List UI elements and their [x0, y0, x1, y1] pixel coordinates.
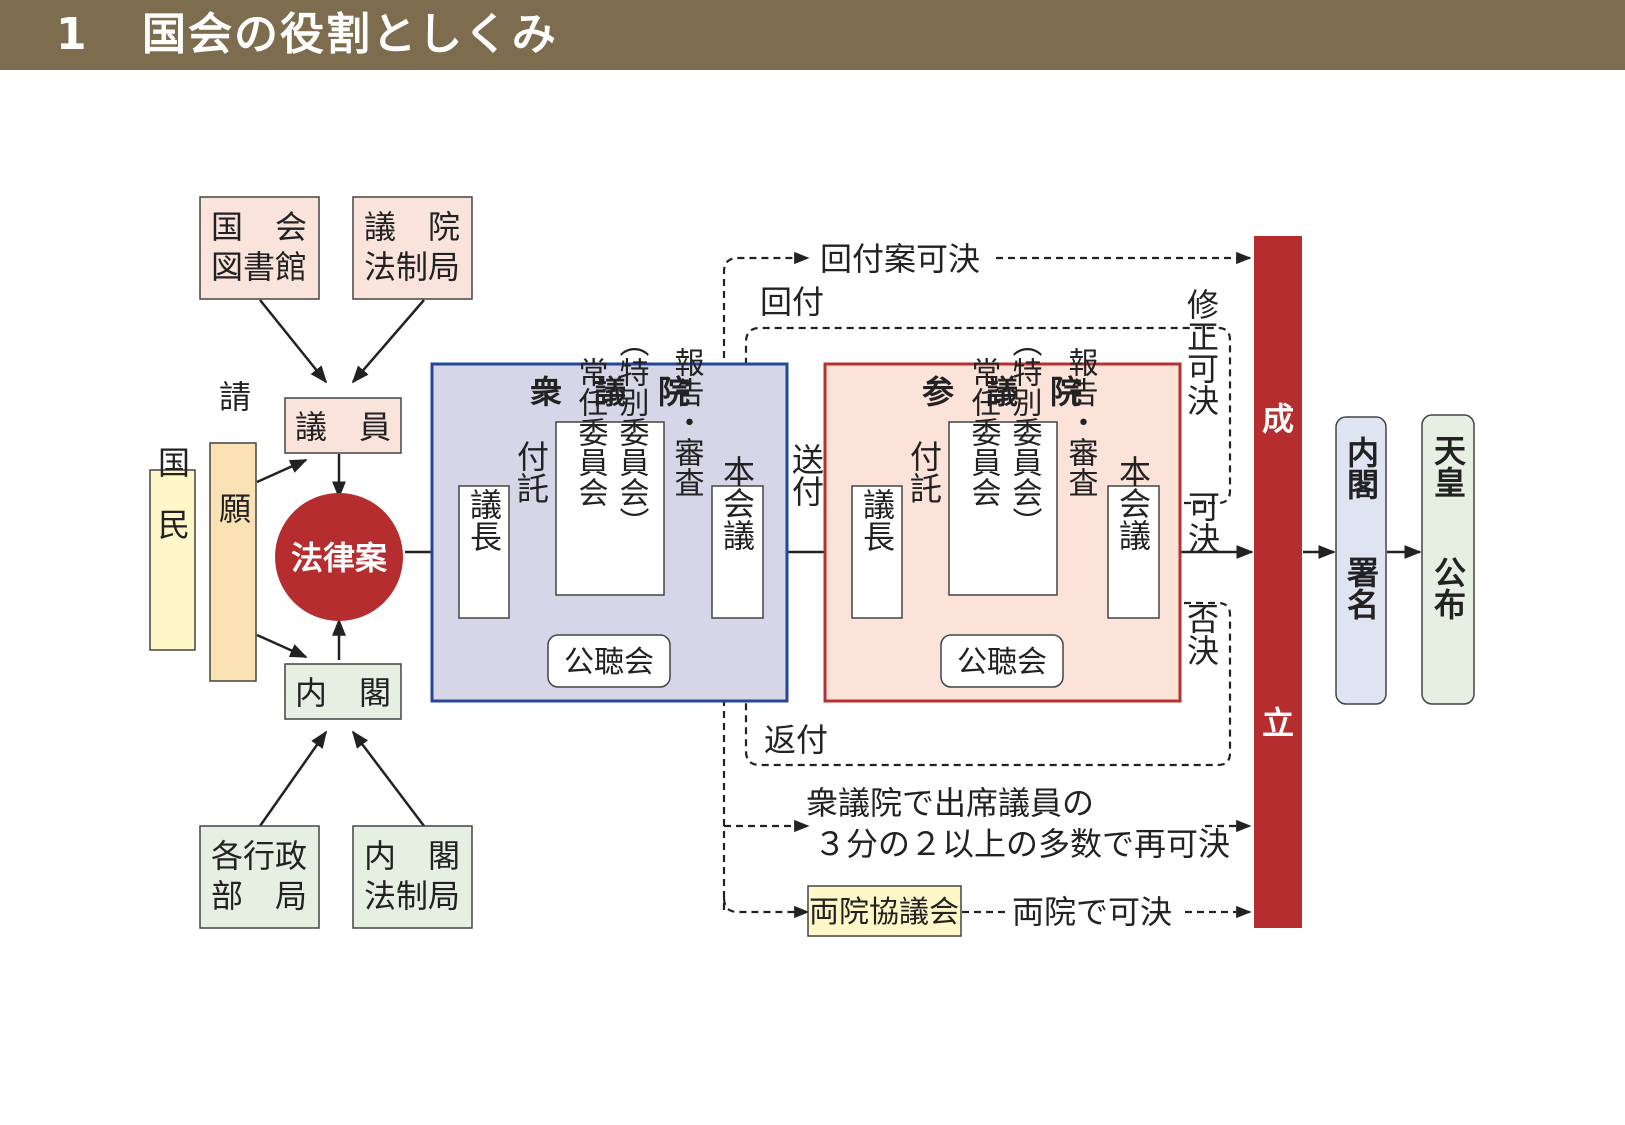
arrow-library-to-legislator: [259, 299, 328, 384]
amend-pass-label: 修正可決: [1182, 288, 1220, 416]
arrow-ministries-to-cabinet: [258, 730, 328, 827]
page-title: 国会の役割としくみ: [142, 9, 558, 60]
return-amended-label: 回付: [760, 283, 824, 321]
lower-standing-committee: 常任委員会: [573, 357, 609, 507]
upper-plenary: 本会議: [1114, 455, 1152, 551]
cabinet-sign-line2: 署名: [1342, 556, 1380, 620]
arrow-petition-to-legislator: [256, 458, 308, 484]
cabinet-sign-line1: 内閣: [1342, 436, 1380, 500]
section-number: 1: [56, 9, 89, 60]
people-label: 国民: [153, 446, 191, 570]
both-pass-label: 両院で可決: [1012, 893, 1172, 931]
upper-refer-label: 付託: [905, 440, 943, 504]
arrow-bureau-to-legislator: [351, 299, 425, 384]
send-label: 送付: [787, 443, 825, 507]
library-line2: 図書館: [211, 248, 307, 286]
box-ministries: 各行政 部 局: [199, 825, 320, 929]
pass-label: 可決: [1183, 490, 1221, 554]
box-cabinet-legislation-bureau: 内 閣 法制局: [352, 825, 473, 929]
enact-char2: 立: [1262, 704, 1294, 742]
clb-line2: 法制局: [364, 877, 460, 915]
lower-report-label: 報告・審査: [669, 347, 705, 497]
box-cabinet: 内 閣: [284, 663, 402, 720]
dashed-return-amended-loop: [739, 326, 1232, 505]
joint-committee-label: 両院協議会: [809, 895, 959, 930]
lower-hearing: 公聴会: [564, 645, 654, 680]
lower-plenary: 本会議: [718, 455, 756, 551]
ministries-line1: 各行政: [211, 837, 307, 875]
petition-label: 請願: [214, 380, 252, 604]
lower-refer-label: 付託: [512, 440, 550, 504]
upper-report-label: 報告・審査: [1063, 347, 1099, 497]
ministries-line2: 部 局: [211, 877, 307, 915]
box-people: 国民: [149, 446, 196, 651]
override-line1: 衆議院で出席議員の: [806, 784, 1094, 822]
enactment-bar: 成 立: [1254, 236, 1302, 928]
amended-passed-label: 回付案可決: [820, 240, 980, 278]
hlb-line2: 法制局: [364, 248, 460, 286]
legislator-label: 議 員: [295, 408, 391, 446]
header-bar: 1 国会の役割としくみ: [0, 0, 1625, 70]
clb-line1: 内 閣: [364, 837, 460, 875]
upper-special-committee: （特別委員会）: [1007, 327, 1043, 537]
dashed-to-joint-committee: [722, 897, 810, 919]
arrow-petition-to-cabinet: [256, 633, 308, 659]
emperor-line2: 公布: [1429, 556, 1467, 620]
bill-circle: 法律案: [275, 493, 403, 621]
bill-label: 法律案: [291, 539, 388, 577]
emperor-line1: 天皇: [1429, 434, 1467, 498]
box-petition: 請願: [209, 380, 257, 682]
emperor-promulgate-box: 天皇 公布: [1421, 414, 1475, 705]
lower-speaker: 議長: [465, 488, 503, 552]
upper-hearing: 公聴会: [957, 645, 1047, 680]
upper-house-panel: 参 議 院 議長 付託 常任委員会 （特別委員会） 報告・審査 本会議 公聴会: [823, 327, 1182, 703]
reject-label: 否決: [1182, 602, 1220, 666]
hlb-line1: 議 院: [364, 208, 460, 246]
upper-standing-committee: 常任委員会: [966, 357, 1002, 507]
box-library: 国 会 図書館: [199, 196, 320, 300]
returned-label: 返付: [764, 721, 828, 759]
lower-special-committee: （特別委員会）: [614, 327, 650, 537]
box-legislator: 議 員: [284, 397, 402, 454]
cabinet-sign-box: 内閣 署名: [1335, 416, 1387, 705]
library-line1: 国 会: [211, 208, 307, 246]
upper-house-title: 参 議 院: [922, 373, 1082, 411]
enact-char1: 成: [1262, 400, 1294, 438]
box-house-legislative-bureau: 議 院 法制局: [352, 196, 473, 300]
dashed-main-vertical: [722, 251, 810, 910]
arrow-clb-to-cabinet: [351, 730, 425, 827]
upper-speaker: 議長: [858, 488, 896, 552]
lower-house-panel: 衆 議 院 議長 付託 常任委員会 （特別委員会） 報告・審査 本会議 公聴会: [430, 327, 789, 703]
joint-committee-box: 両院協議会: [807, 885, 962, 937]
lower-house-title: 衆 議 院: [530, 373, 690, 411]
dashed-returned-loop: [739, 601, 1232, 767]
override-line2: ３分の２以上の多数で再可決: [814, 825, 1230, 863]
cabinet-label: 内 閣: [295, 674, 391, 712]
